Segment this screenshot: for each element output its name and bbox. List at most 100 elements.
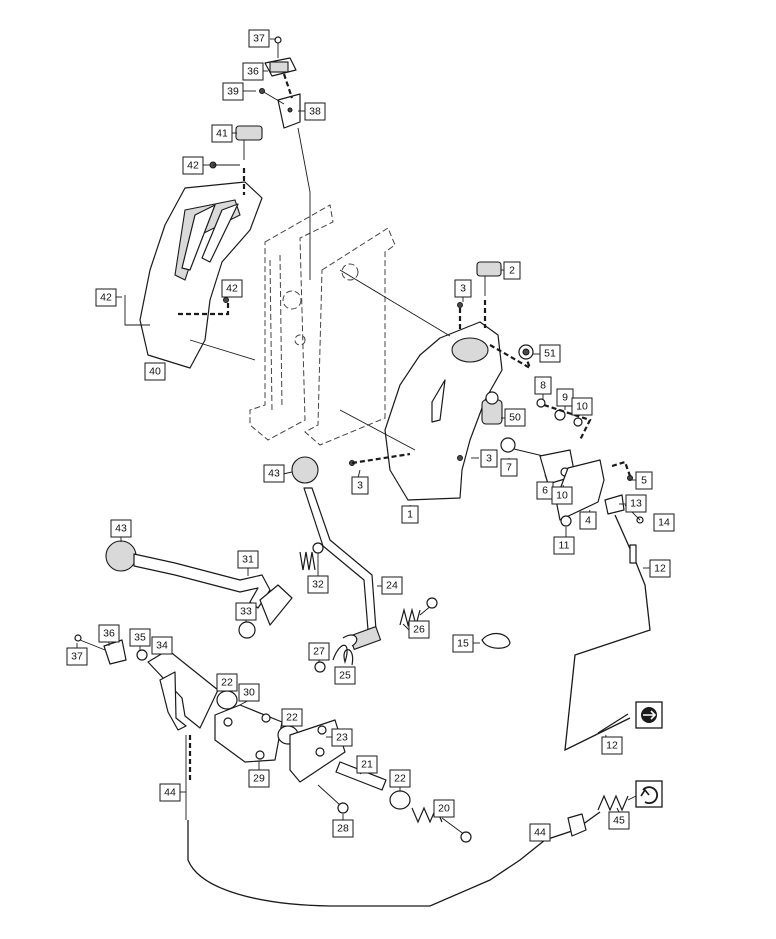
svg-text:1: 1 (407, 509, 413, 521)
callout-36-top: 36 (242, 62, 264, 81)
callout-41: 41 (211, 124, 233, 143)
svg-text:31: 31 (242, 554, 254, 566)
svg-text:41: 41 (216, 128, 228, 140)
callout-35: 35 (129, 628, 151, 647)
spring-25 (314, 634, 358, 673)
svg-text:13: 13 (630, 498, 642, 510)
callout-45: 45 (608, 811, 630, 830)
svg-text:36: 36 (103, 628, 115, 640)
callout-27: 27 (308, 642, 330, 661)
cable-12 (564, 514, 651, 752)
callout-15: 15 (452, 634, 474, 653)
svg-text:50: 50 (509, 412, 521, 424)
callout-43-left: 43 (110, 519, 132, 538)
callout-43-top: 43 (263, 464, 285, 483)
callout-5: 5 (635, 471, 653, 490)
callout-25: 25 (334, 666, 356, 685)
callout-22-mid: 22 (281, 708, 303, 727)
svg-text:11: 11 (559, 540, 570, 552)
callout-28: 28 (332, 819, 354, 838)
callout-11: 11 (553, 536, 575, 555)
callout-30: 30 (238, 683, 260, 702)
callout-37-top: 37 (248, 29, 270, 48)
svg-text:4: 4 (585, 515, 591, 527)
callout-10-low: 10 (551, 486, 573, 505)
svg-text:12: 12 (654, 563, 666, 575)
svg-text:42: 42 (187, 160, 199, 172)
callout-leaders (76, 38, 650, 839)
rotation-reverse-icon (643, 710, 657, 720)
svg-text:42: 42 (226, 283, 238, 295)
rotation-forward-symbol (635, 780, 663, 808)
svg-text:45: 45 (613, 815, 625, 827)
callout-9: 9 (556, 388, 574, 407)
svg-text:15: 15 (457, 638, 469, 650)
callout-51: 51 (539, 344, 561, 363)
callout-36-left: 36 (98, 624, 120, 643)
callout-14: 14 (653, 513, 675, 532)
callout-1: 1 (401, 505, 419, 524)
callout-24: 24 (381, 576, 403, 595)
callout-3-top: 3 (454, 279, 472, 298)
svg-text:51: 51 (544, 348, 556, 360)
pivot-plates (185, 690, 472, 843)
callout-50: 50 (504, 408, 526, 427)
callout-42-top: 42 (182, 156, 204, 175)
svg-text:37: 37 (253, 33, 265, 45)
shift-lever-31 (105, 540, 324, 639)
callout-44-right: 44 (529, 823, 551, 842)
svg-text:9: 9 (562, 392, 568, 404)
svg-text:3: 3 (460, 283, 466, 295)
callout-23: 23 (331, 728, 353, 747)
svg-text:43: 43 (268, 468, 280, 480)
chassis-frame-outline (249, 204, 396, 446)
svg-text:7: 7 (506, 462, 512, 474)
svg-text:42: 42 (100, 292, 112, 304)
svg-text:38: 38 (309, 106, 321, 118)
svg-text:3: 3 (357, 480, 363, 492)
callout-3-mid: 3 (351, 476, 369, 495)
callout-8: 8 (534, 376, 552, 395)
left-cover-40 (124, 125, 263, 369)
svg-text:8: 8 (540, 380, 546, 392)
callout-13: 13 (625, 494, 647, 513)
callout-29: 29 (248, 769, 270, 788)
svg-text:6: 6 (542, 485, 548, 497)
svg-text:25: 25 (339, 670, 351, 682)
svg-text:33: 33 (240, 606, 252, 618)
callout-12-low: 12 (601, 736, 623, 755)
svg-text:20: 20 (438, 803, 450, 815)
callout-37-left: 37 (66, 647, 88, 666)
svg-text:30: 30 (243, 687, 255, 699)
callout-44-left: 44 (159, 783, 181, 802)
svg-text:44: 44 (534, 827, 546, 839)
callout-12-top: 12 (649, 559, 671, 578)
rod-24 (291, 456, 438, 651)
svg-text:34: 34 (156, 640, 168, 652)
svg-text:10: 10 (576, 401, 588, 413)
svg-text:26: 26 (413, 624, 425, 636)
svg-text:24: 24 (386, 580, 398, 592)
callout-31: 31 (237, 550, 259, 569)
svg-text:22: 22 (221, 677, 233, 689)
callout-33: 33 (235, 602, 257, 621)
callout-22-left: 22 (216, 673, 238, 692)
callout-2: 2 (503, 261, 521, 280)
svg-text:2: 2 (509, 265, 515, 277)
callout-26: 26 (408, 620, 430, 639)
callout-6: 6 (536, 481, 554, 500)
svg-text:32: 32 (312, 579, 324, 591)
svg-text:39: 39 (227, 86, 239, 98)
callout-39: 39 (222, 82, 244, 101)
micro-switch-assembly-top (259, 36, 311, 280)
callout-34: 34 (151, 636, 173, 655)
callout-3-right: 3 (480, 449, 498, 468)
svg-text:37: 37 (71, 651, 83, 663)
callout-42-mid: 42 (221, 279, 243, 298)
svg-text:10: 10 (556, 490, 568, 502)
svg-text:22: 22 (286, 712, 298, 724)
svg-text:3: 3 (486, 453, 492, 465)
right-bracket-hardware (500, 398, 644, 527)
svg-text:23: 23 (336, 732, 348, 744)
